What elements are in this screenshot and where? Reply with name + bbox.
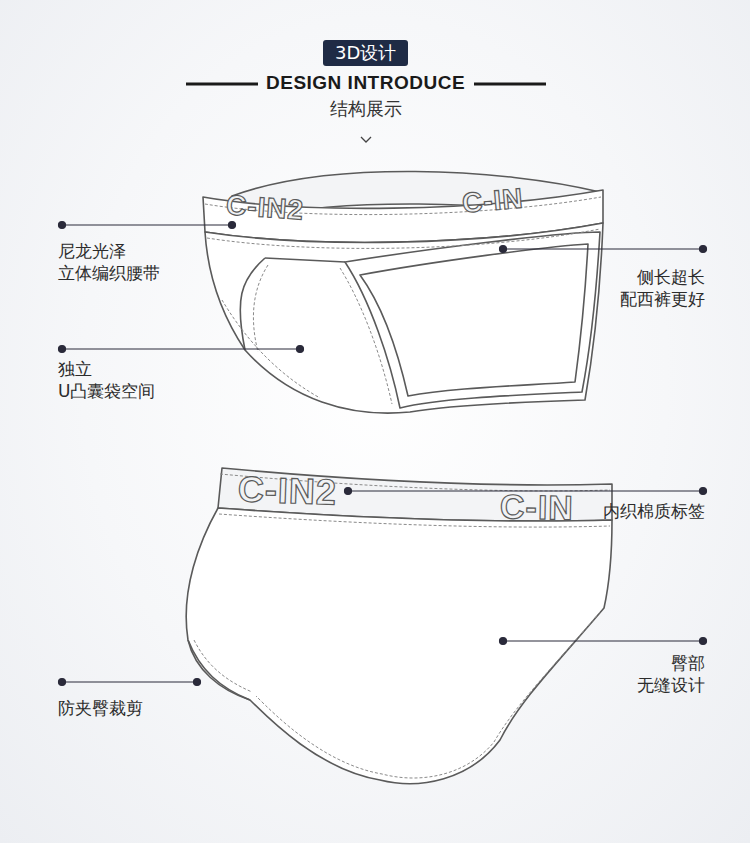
leader-line: [59, 222, 707, 686]
badge: 3D设计: [323, 40, 408, 66]
callout-text: 尼龙光泽 立体编织腰带: [58, 240, 160, 284]
callout-text: 内织棉质标签: [603, 500, 705, 522]
callout-text: 侧长超长 配西裤更好: [620, 266, 705, 310]
waistband-logo: C-IN: [500, 487, 575, 527]
callout-text: 独立 U凸囊袋空间: [58, 358, 155, 402]
waistband-logo: C-IN2: [237, 468, 337, 513]
subheading: 结构展示: [330, 97, 402, 121]
waistband-logo: C-IN2: [225, 189, 305, 226]
stitching: [205, 197, 601, 404]
chevron: [361, 137, 371, 142]
header-rule: [186, 83, 258, 86]
brief-front: [203, 171, 603, 413]
brief-back: [186, 468, 612, 784]
header-rule: [474, 83, 546, 86]
callout-text: 防夹臀裁剪: [58, 697, 143, 719]
waistband-logo: C-IN: [461, 182, 525, 219]
stitching: [194, 474, 610, 778]
callout-text: 臀部 无缝设计: [637, 652, 705, 696]
section-heading: DESIGN INTRODUCE: [266, 72, 465, 94]
